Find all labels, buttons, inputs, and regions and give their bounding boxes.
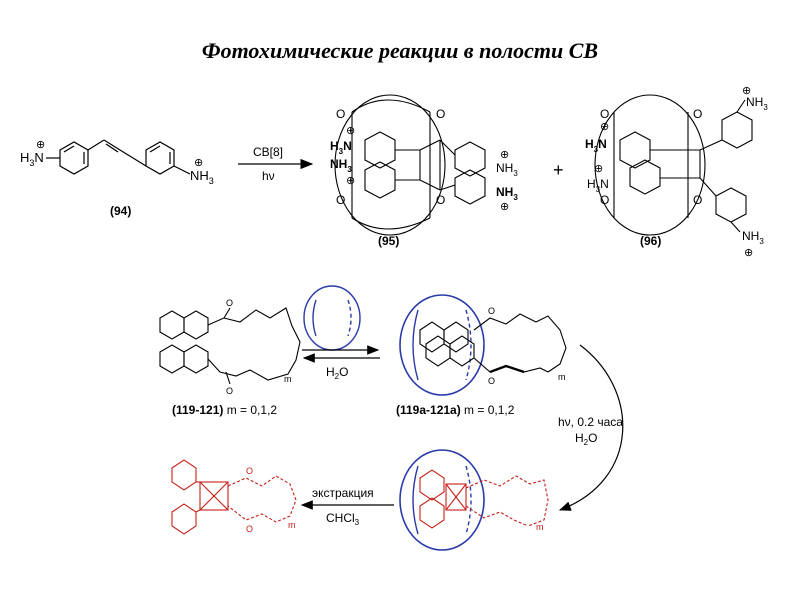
nh3-95-b: NH3 bbox=[330, 157, 352, 174]
extraction-label: экстракция bbox=[312, 486, 374, 500]
page-title: Фотохимические реакции в полости CB bbox=[201, 38, 599, 63]
photoreaction-curved-arrow bbox=[558, 344, 624, 511]
charge-96-d: ⊕ bbox=[744, 247, 753, 259]
charge-96-a: ⊕ bbox=[600, 121, 609, 133]
ester-o-4: O bbox=[488, 376, 495, 386]
macrocycle-119-121 bbox=[159, 307, 301, 385]
curve-label-hv: hν, 0.2 часа bbox=[558, 415, 623, 429]
label-119-121: (119-121) m = 0,1,2 bbox=[172, 403, 277, 417]
complex-119a-121a bbox=[399, 294, 567, 396]
product-95-text: O O O O ⊕ H3N NH3 ⊕ NH3 ⊕ NH3 ⊕ (95) bbox=[330, 107, 518, 248]
arrow-label-cb8: CB[8] bbox=[253, 145, 283, 159]
charge-plus-left: ⊕ bbox=[36, 139, 45, 151]
carbonyl-o-4: O bbox=[436, 193, 445, 207]
nh3-96-d: NH3 bbox=[742, 229, 764, 246]
macrocycle-119-text: O O m bbox=[226, 298, 292, 396]
product-96-cage bbox=[594, 94, 753, 236]
carbonyl-o-1: O bbox=[336, 107, 345, 121]
arrow-label-hv: hν bbox=[262, 169, 275, 183]
compound-label-96: (96) bbox=[640, 234, 661, 248]
compound-label-95: (95) bbox=[378, 234, 399, 248]
ester-o-5: O bbox=[246, 466, 253, 476]
charge-95-a: ⊕ bbox=[346, 125, 355, 137]
final-red-product bbox=[171, 459, 297, 535]
carbonyl-o-5: O bbox=[600, 107, 609, 121]
compound-label-94: (94) bbox=[110, 204, 131, 218]
ester-o-6: O bbox=[246, 524, 253, 534]
m-index-4: m bbox=[288, 520, 296, 530]
photoproduct-complex bbox=[399, 449, 549, 551]
m-index-3: m bbox=[536, 522, 544, 532]
equilibrium-arrows bbox=[302, 345, 380, 363]
h3n-95-a: H3N bbox=[330, 139, 352, 156]
final-product-text: O O m bbox=[246, 466, 296, 534]
charge-95-b: ⊕ bbox=[346, 175, 355, 187]
carbonyl-o-8: O bbox=[693, 193, 702, 207]
plus-sign: + bbox=[553, 160, 564, 180]
cb8-capsule-icon bbox=[303, 285, 361, 351]
charge-95-c: ⊕ bbox=[500, 149, 509, 161]
nh3-95-c: NH3 bbox=[496, 161, 518, 178]
water-label: H2O bbox=[326, 365, 348, 381]
reactant-94-text: H3N ⊕ NH3 ⊕ (94) bbox=[20, 139, 214, 218]
nh3-95-d: NH3 bbox=[496, 185, 518, 202]
carbonyl-o-2: O bbox=[436, 107, 445, 121]
reaction-arrow-top: CB[8] hν bbox=[238, 145, 314, 183]
ester-o-1: O bbox=[226, 298, 233, 308]
charge-96-c: ⊕ bbox=[742, 85, 751, 97]
nh3-96-c: NH3 bbox=[746, 95, 768, 112]
carbonyl-o-6: O bbox=[693, 107, 702, 121]
ester-o-2: O bbox=[226, 386, 233, 396]
product-95-cage bbox=[334, 94, 486, 236]
h3n-96-a: H3N bbox=[585, 137, 607, 154]
m-index-2: m bbox=[558, 372, 566, 382]
solvent-label: CHCl3 bbox=[326, 511, 360, 527]
label-119a-121a: (119a-121a) m = 0,1,2 bbox=[396, 403, 515, 417]
charge-plus-right: ⊕ bbox=[194, 157, 203, 169]
m-index-1: m bbox=[284, 374, 292, 384]
ester-o-3: O bbox=[488, 306, 495, 316]
h3n-label-left: H3N bbox=[20, 150, 44, 168]
curve-label-water: H2O bbox=[575, 431, 597, 447]
charge-95-d: ⊕ bbox=[500, 201, 509, 213]
complex-119a-text: O O m bbox=[488, 306, 566, 386]
product-96-text: O O O O ⊕ H3N ⊕ H3N ⊕ NH3 NH3 ⊕ (96) bbox=[585, 85, 768, 259]
nh3-label-right: NH3 bbox=[190, 168, 214, 186]
carbonyl-o-3: O bbox=[336, 193, 345, 207]
carbonyl-o-7: O bbox=[600, 193, 609, 207]
reactant-94 bbox=[46, 139, 191, 175]
charge-96-b: ⊕ bbox=[594, 163, 603, 175]
h3n-96-b: H3N bbox=[587, 177, 609, 194]
